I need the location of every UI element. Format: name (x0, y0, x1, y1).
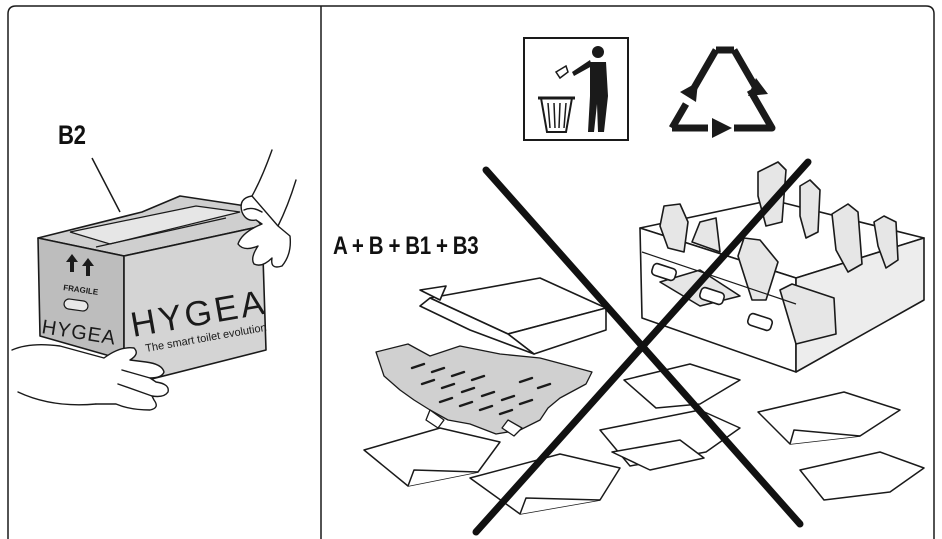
litter-disposal-icon (524, 38, 628, 140)
cardboard-sleeve (420, 278, 606, 354)
protective-insert (376, 344, 592, 436)
label-a-b-b1-b3: A + B + B1 + B3 (333, 232, 478, 261)
label-b2: B2 (58, 120, 85, 151)
box-b2-illustration: FRAGILE HYGEA HYGEA The smart toilet evo… (12, 150, 296, 410)
label-b2-leader (92, 158, 120, 212)
